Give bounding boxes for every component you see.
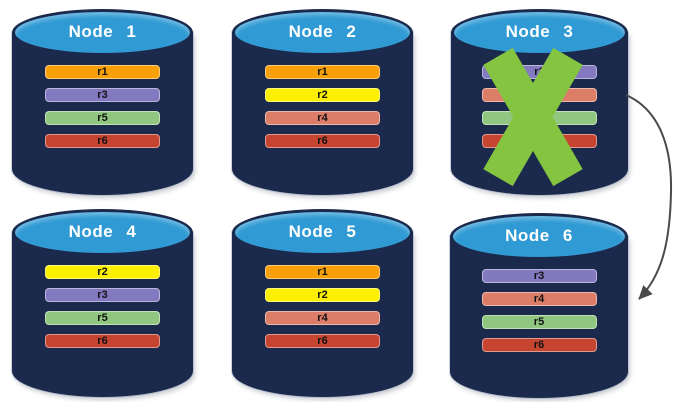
node-3: Node 3 r3 r4 r5 r6 <box>451 9 628 195</box>
cylinder-top: Node 5 <box>232 209 413 256</box>
replica-bar: r5 <box>481 315 597 329</box>
replica-bar: r1 <box>265 265 380 279</box>
replica-bar: r6 <box>482 134 597 148</box>
replica-bar: r2 <box>45 265 160 279</box>
cylinder-top: Node 3 <box>451 9 628 56</box>
replica-bar: r5 <box>45 111 160 125</box>
node-title: Node 5 <box>288 221 357 241</box>
replica-bar: r3 <box>45 88 160 102</box>
node-4: Node 4 r2 r3 r5 r6 <box>12 209 193 397</box>
replica-bar: r4 <box>481 292 597 306</box>
replica-list: r2 r3 r5 r6 <box>12 265 193 348</box>
replica-list: r1 r3 r5 r6 <box>12 65 193 148</box>
replica-bar: r5 <box>482 111 597 125</box>
node-title: Node 6 <box>505 225 573 245</box>
replica-bar: r5 <box>45 311 160 325</box>
node-title: Node 4 <box>68 221 137 241</box>
replica-bar: r2 <box>265 288 380 302</box>
replica-bar: r6 <box>265 134 380 148</box>
replica-list: r3 r4 r5 r6 <box>451 65 628 148</box>
replica-bar: r4 <box>265 111 380 125</box>
replica-bar: r3 <box>482 65 597 79</box>
node-6: Node 6 r3 r4 r5 r6 <box>450 213 628 398</box>
replica-bar: r1 <box>45 65 160 79</box>
replica-list: r1 r2 r4 r6 <box>232 265 413 348</box>
replica-bar: r6 <box>265 334 380 348</box>
cylinder-top: Node 1 <box>12 9 193 56</box>
replica-bar: r3 <box>481 269 597 283</box>
replica-list: r3 r4 r5 r6 <box>450 269 628 352</box>
cylinder-top: Node 6 <box>450 213 628 260</box>
replica-bar: r6 <box>45 134 160 148</box>
replica-bar: r3 <box>45 288 160 302</box>
cylinder-top: Node 4 <box>12 209 193 256</box>
replica-list: r1 r2 r4 r6 <box>232 65 413 148</box>
node-title: Node 1 <box>68 21 137 41</box>
replica-bar: r4 <box>265 311 380 325</box>
node-1: Node 1 r1 r3 r5 r6 <box>12 9 193 195</box>
replica-bar: r6 <box>481 338 597 352</box>
cylinder-top: Node 2 <box>232 9 413 56</box>
node-5: Node 5 r1 r2 r4 r6 <box>232 209 413 397</box>
replica-bar: r4 <box>482 88 597 102</box>
replica-bar: r2 <box>265 88 380 102</box>
node-2: Node 2 r1 r2 r4 r6 <box>232 9 413 195</box>
arrow-curve <box>625 94 673 300</box>
node-title: Node 3 <box>505 21 574 41</box>
node-title: Node 2 <box>288 21 357 41</box>
replica-bar: r6 <box>45 334 160 348</box>
replica-bar: r1 <box>265 65 380 79</box>
